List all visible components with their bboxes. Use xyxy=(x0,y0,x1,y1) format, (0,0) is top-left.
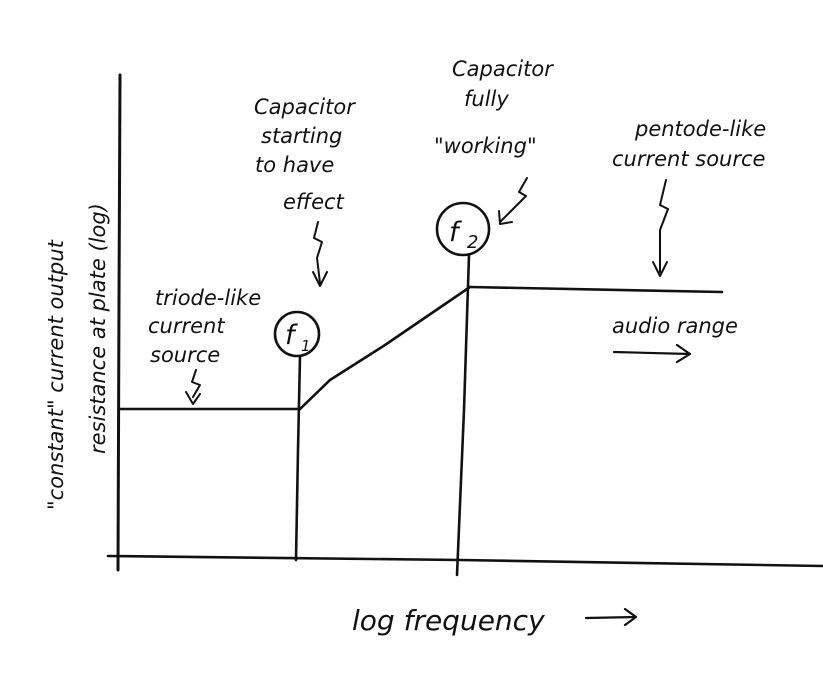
f2-vertical-line xyxy=(455,253,471,577)
f1-marker-circle xyxy=(273,310,321,358)
f1-marker-subscript: 1 xyxy=(301,337,311,355)
x-axis xyxy=(106,554,823,568)
triode-label-line-1: triode-like xyxy=(155,286,261,310)
f2-marker-letter: f xyxy=(449,217,462,248)
transition-slope-line xyxy=(298,285,472,411)
y-axis-label-outer: "constant" current output xyxy=(44,239,68,510)
cap-start-line-3: to have xyxy=(255,153,334,177)
y-axis xyxy=(116,73,122,572)
cap-full-line-2: fully xyxy=(464,87,509,111)
triode-label-line-2: current xyxy=(148,314,225,338)
triode-squiggle-arrow xyxy=(185,369,201,405)
cap-start-line-2: starting xyxy=(261,124,342,148)
cap-start-line-1: Capacitor xyxy=(254,95,356,119)
cap-full-line-3: "working" xyxy=(434,134,537,158)
cap-full-line-1: Capacitor xyxy=(452,57,554,81)
f2-marker-circle xyxy=(435,201,491,257)
audio-range-label: audio range xyxy=(612,314,738,338)
f1-marker-letter: f xyxy=(285,320,298,351)
audio-range-arrow xyxy=(612,343,692,364)
pentode-squiggle-arrow xyxy=(652,179,669,277)
triode-label-line-3: source xyxy=(150,343,220,367)
x-axis-label: log frequency xyxy=(352,604,545,637)
x-axis-label-arrow xyxy=(584,607,638,627)
pentode-label-line-2: current source xyxy=(612,147,765,171)
pentode-label-line-1: pentode-like xyxy=(634,117,766,141)
pentode-level-line xyxy=(468,285,724,294)
cap-start-squiggle-arrow xyxy=(312,221,328,287)
cap-full-squiggle-arrow xyxy=(498,177,528,225)
y-axis-label-inner: resistance at plate (log) xyxy=(86,203,110,454)
f2-marker-subscript: 2 xyxy=(467,232,478,253)
cap-start-line-4: effect xyxy=(283,190,345,214)
f1-vertical-line xyxy=(294,354,302,562)
